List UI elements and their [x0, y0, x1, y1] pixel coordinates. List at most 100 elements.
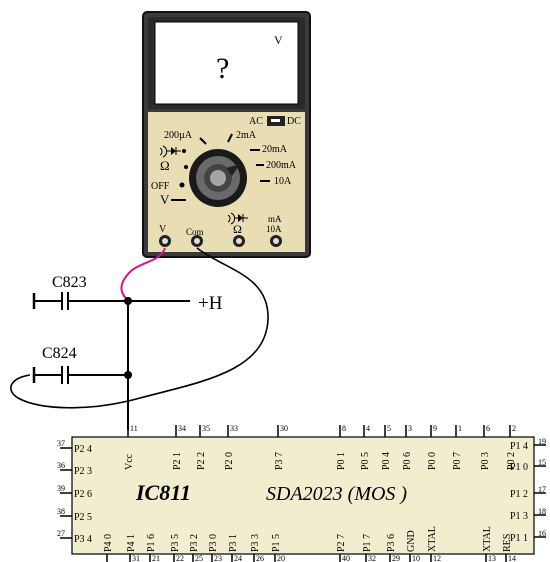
ic-pin-number: 22: [176, 554, 184, 562]
ic-pin-number: 8: [342, 424, 346, 433]
ic-pin-label: Vcc: [124, 453, 135, 470]
multimeter: ? V AC DC 200µA 2mA 20mA 200mA 10A Ω OFF: [142, 11, 311, 258]
ic-pin-number: 25: [195, 554, 203, 562]
range-200ma: 200mA: [266, 160, 297, 171]
ic-pin-number: 29: [392, 554, 400, 562]
supply-label: +H: [198, 293, 223, 314]
ic-pin-label: P2 6: [74, 489, 92, 500]
ic-pin-number: 35: [202, 424, 210, 433]
ic-pin-number: 4: [366, 424, 370, 433]
ic-pin-label: P3 1: [228, 534, 239, 552]
ic-pin-label: P2 5: [74, 512, 92, 523]
ic-pin-label: P0 6: [402, 452, 413, 470]
jack-v-label: V: [159, 224, 167, 235]
jack-10a-label: 10A: [266, 224, 282, 234]
ic-pin-number: 1: [458, 424, 462, 433]
ic-pin-label: P1 7: [362, 534, 373, 552]
jack-com-label: Com: [186, 227, 204, 237]
ic-pin-number: 16: [538, 529, 546, 538]
ic-pin-number: 36: [57, 461, 65, 470]
ic-pin-number: 27: [57, 529, 65, 538]
black-probe-lead: [10, 247, 269, 409]
jack-ma-label: mA: [268, 214, 282, 224]
ic-pin-label: P2 2: [196, 452, 207, 470]
dc-label: DC: [287, 116, 301, 127]
ic-pin-label: P0 0: [427, 452, 438, 470]
ic-pin-label: P3 7: [274, 452, 285, 470]
ic-pin-number: 9: [433, 424, 437, 433]
range-20ma: 20mA: [262, 144, 288, 155]
ic-pin-label: P2 0: [224, 452, 235, 470]
ic-pin-number: 31: [132, 554, 140, 562]
jack-ohm[interactable]: [233, 235, 245, 247]
ic-pin-label: P1 4: [510, 441, 528, 452]
ic-pin-label: P1 0: [510, 462, 528, 473]
ic-pin-number: 11: [130, 424, 138, 433]
range-2ma-tick: [227, 133, 233, 143]
ic-pin-label: RES: [502, 534, 513, 552]
jack-v[interactable]: [159, 235, 171, 247]
ic-pin-label: P3 0: [208, 534, 219, 552]
ic-pin-label: P0 7: [452, 452, 463, 470]
ic-pin-number: 33: [230, 424, 238, 433]
ic-pin-label: P3 5: [170, 534, 181, 552]
range-off-dot: [179, 182, 185, 188]
acdc-switch-knob: [271, 119, 280, 122]
ic-pin-number: 12: [433, 554, 441, 562]
ic-pin-number: 24: [234, 554, 242, 562]
ic-pin-label: XTAL: [427, 526, 438, 552]
range-ohm-dot: [184, 165, 188, 169]
ic-pin-number: 37: [57, 439, 65, 448]
ic-pin-label: P2 1: [172, 452, 183, 470]
ic811-package: [71, 436, 535, 555]
ic-pin-label: P2 3: [74, 466, 92, 477]
ic-pin-label: P1 6: [146, 534, 157, 552]
ac-label: AC: [249, 116, 263, 127]
ic-pin-number: 2: [512, 424, 516, 433]
ic-pin-label: P3 3: [250, 534, 261, 552]
ic-pin-number: 32: [368, 554, 376, 562]
ic-pin-number: 14: [508, 554, 516, 562]
range-ohm: Ω: [160, 158, 170, 173]
range-200ua-tick: [199, 137, 207, 145]
continuity-jack-icon: [227, 212, 248, 225]
ic-pin-number: 15: [538, 458, 546, 467]
ic-pin-label: P1 3: [510, 511, 528, 522]
ic-pin-number: 6: [486, 424, 490, 433]
jack-ma[interactable]: [270, 235, 282, 247]
ic-pin-label: P2 7: [336, 534, 347, 552]
ic-pin-number: 34: [178, 424, 186, 433]
ic-pin-number: 17: [538, 485, 546, 494]
ic-pin-label: P0 1: [336, 452, 347, 470]
c823-label: C823: [52, 274, 87, 291]
ic-pin-label: P4 0: [103, 534, 114, 552]
ic-pin-number: 21: [152, 554, 160, 562]
junction-dot: [124, 297, 132, 305]
display-value: ?: [216, 52, 229, 85]
ic-pin-number: 26: [256, 554, 264, 562]
ic-pin-label: XTAL: [482, 526, 493, 552]
ic-ref: IC811: [135, 480, 191, 505]
ic-name: SDA2023 (MOS ): [266, 483, 407, 505]
ic-pin-number: 39: [57, 484, 65, 493]
ic-pin-label: P3 2: [189, 534, 200, 552]
ic-pin-label: P4 1: [126, 534, 137, 552]
range-2ma: 2mA: [236, 130, 257, 141]
ic-pin-label: P0 4: [381, 452, 392, 470]
jack-com[interactable]: [191, 235, 203, 247]
ic-pin-label: GND: [406, 530, 417, 552]
ic-pin-label: P1 1: [510, 533, 528, 544]
ic-pin-label: P1 5: [271, 534, 282, 552]
display-screen: [154, 21, 299, 105]
rotary-selector-knob[interactable]: [189, 149, 247, 207]
ic-pin-number: 30: [280, 424, 288, 433]
range-10a: 10A: [274, 176, 292, 187]
capacitor-c824: [32, 366, 128, 384]
ic-pin-label: P1 2: [510, 489, 528, 500]
range-off: OFF: [151, 181, 170, 192]
capacitor-c823: [32, 292, 128, 310]
red-probe-lead: [120, 247, 166, 301]
ic-pin-number: 20: [277, 554, 285, 562]
